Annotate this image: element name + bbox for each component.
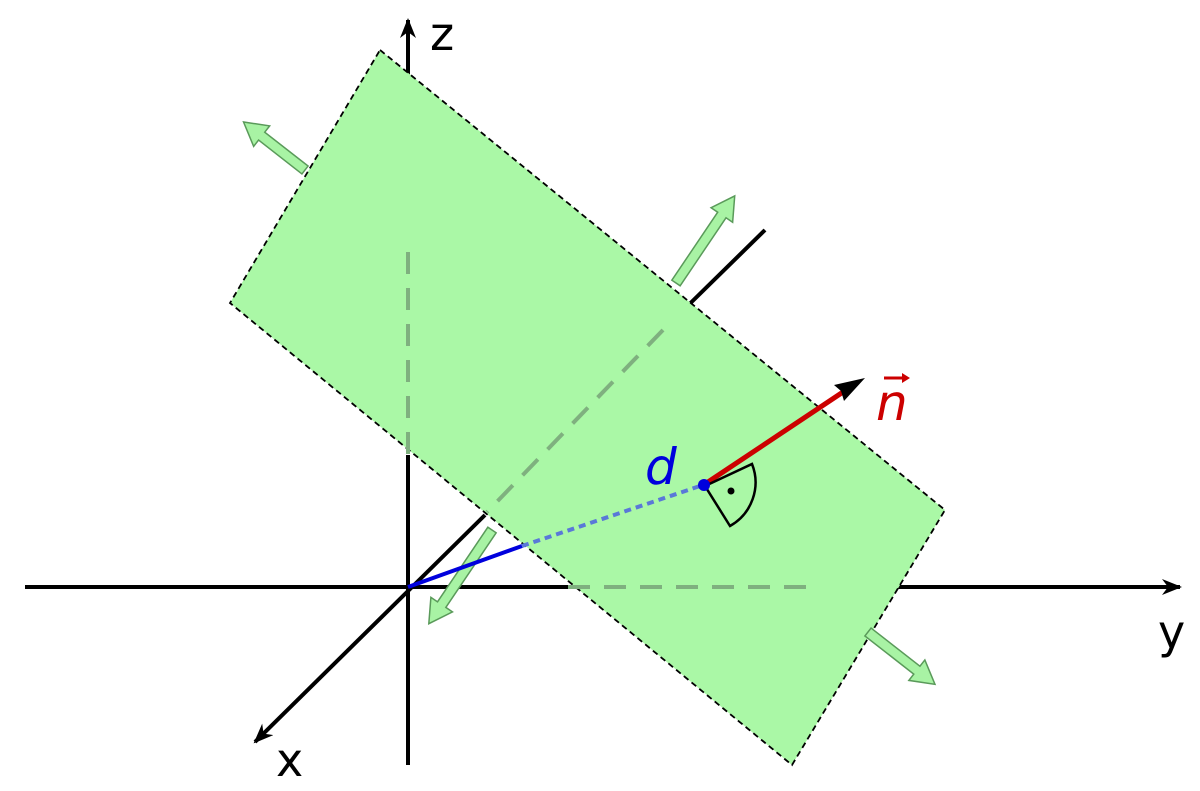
distance-label: d xyxy=(645,438,677,496)
distance-line-visible xyxy=(407,544,523,589)
plane-arrow-upper-left xyxy=(242,121,310,175)
y-axis-label: y xyxy=(1158,605,1185,659)
distance-line-hidden xyxy=(521,484,701,548)
plane-arrow-lower-right xyxy=(863,627,937,686)
normal-vector xyxy=(703,381,857,487)
hidden-axes xyxy=(406,252,806,589)
x-axis-label: x xyxy=(276,733,303,787)
x-axis-hidden xyxy=(485,328,665,514)
normal-vector-arrowhead xyxy=(834,378,865,401)
plane-arrows xyxy=(242,121,937,686)
z-axis-label: z xyxy=(430,7,454,61)
normal-label: n xyxy=(876,374,908,432)
distance-line xyxy=(407,484,701,589)
x-axis-front xyxy=(253,513,487,744)
foot-point xyxy=(698,479,710,491)
normal-vector-arrow-accent xyxy=(884,373,910,383)
right-angle-marker xyxy=(703,462,757,528)
plane-arrow-upper-right xyxy=(670,194,736,287)
plane-arrow-lower-left xyxy=(427,526,498,625)
